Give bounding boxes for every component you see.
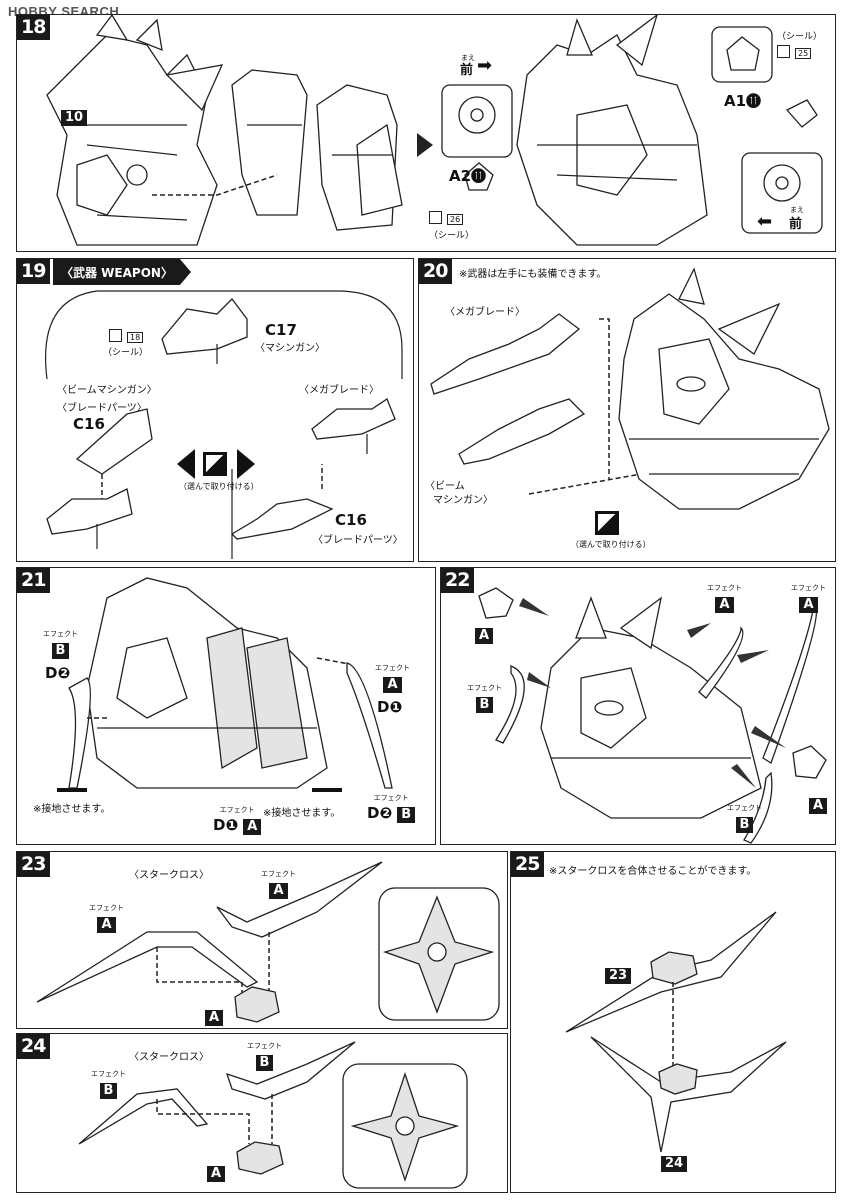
seal-label-left: （シール）	[429, 231, 475, 241]
step-19-panel: 19 〈武器 WEAPON〉 18 （シール） C17 〈マシンガン〉 〈ビーム…	[16, 258, 414, 562]
effect-a-left-label: A	[475, 624, 494, 644]
ref-23-label: 23	[605, 964, 632, 984]
part-d1-label: D❶	[377, 698, 403, 716]
step-number: 21	[17, 568, 51, 593]
seal-icon	[109, 329, 122, 342]
blade-parts-bottom-label: 〈ブレードパーツ〉	[313, 535, 403, 546]
step-20-panel: 20 ※武器は左手にも装備できます。 〈メガブレード〉 〈ビーム マシンガン〉 …	[418, 258, 836, 562]
star-cross-title: 〈スタークロス〉	[129, 1052, 209, 1063]
part-c16-right-label: C16	[335, 511, 367, 529]
choose-attach-icon	[203, 452, 227, 476]
step-21-illustration	[57, 577, 393, 792]
step-22-illustration	[478, 587, 827, 844]
step-25-illustration	[565, 911, 787, 1153]
seal-label: （シール）	[103, 348, 149, 358]
part-a2-label: A2⓫	[449, 167, 487, 185]
front-label-top-ruby: まえ	[461, 54, 475, 62]
star-cross-title: 〈スタークロス〉	[129, 870, 209, 881]
step-25-note: ※スタークロスを合体させることができます。	[549, 866, 757, 877]
choose-attach-label: （選んで取り付ける）	[179, 482, 259, 491]
front-arrow-top-icon: ➡	[477, 55, 493, 76]
step-number: 24	[17, 1034, 51, 1059]
step-20-illustration	[430, 267, 830, 510]
front-label-top: 前	[460, 63, 474, 78]
seal-26: 26	[429, 211, 464, 225]
part-10-label: 10	[61, 107, 88, 126]
part-d2-label: D❷	[45, 664, 71, 682]
step-number: 19	[17, 259, 51, 284]
beam-mg-label-2: マシンガン〉	[433, 495, 493, 506]
seal-label-right: （シール）	[777, 32, 823, 42]
seal-icon	[429, 211, 442, 224]
front-arrow-bottom-icon: ⬅	[757, 211, 773, 232]
step-number: 22	[441, 568, 475, 593]
step-24-illustration	[78, 1041, 468, 1189]
blade-parts-top-label: 〈ブレードパーツ〉	[57, 403, 147, 414]
front-label-bottom: 前	[789, 217, 803, 232]
step-number: 18	[17, 15, 51, 40]
mega-blade-label: 〈メガブレード〉	[445, 307, 525, 318]
seal-18: 18	[109, 329, 144, 343]
beam-machine-gun-label: 〈ビームマシンガン〉	[57, 385, 157, 396]
front-label-bottom-ruby: まえ	[790, 206, 804, 214]
ground-note-left: ※接地させます。	[33, 804, 111, 815]
seal-25: 25	[777, 45, 812, 59]
step-18-illustration	[46, 15, 823, 246]
choose-attach-label: （選んで取り付ける）	[571, 540, 651, 549]
step-number: 25	[511, 852, 545, 877]
ref-24-label: 24	[661, 1152, 688, 1172]
beam-mg-label-1: 〈ビーム	[425, 481, 465, 492]
machine-gun-label: 〈マシンガン〉	[255, 343, 325, 354]
effect-a-right-label: A	[809, 794, 828, 814]
step-18-panel: 18 10 まえ 前 ➡ A2⓫ 26 （シール） （シール）	[16, 14, 836, 252]
ground-note-right: ※接地させます。	[263, 808, 341, 819]
part-a1-label: A1⓫	[724, 92, 762, 110]
part-c17-label: C17	[265, 321, 297, 339]
step-number: 20	[419, 259, 453, 284]
step-number: 23	[17, 852, 51, 877]
step-23-illustration	[36, 861, 500, 1023]
part-a-base-label: A	[207, 1162, 226, 1182]
choose-attach-icon	[595, 511, 619, 535]
weapon-tab: 〈武器 WEAPON〉	[53, 259, 191, 285]
part-c16-left-label: C16	[73, 415, 105, 433]
step-19-illustration	[45, 290, 403, 559]
step-25-panel: 25 ※スタークロスを合体させることができます。 23 24	[510, 851, 836, 1193]
seal-icon	[777, 45, 790, 58]
step-20-note: ※武器は左手にも装備できます。	[459, 269, 607, 280]
mega-blade-label: 〈メガブレード〉	[299, 385, 379, 396]
part-a-base-label: A	[205, 1006, 224, 1026]
